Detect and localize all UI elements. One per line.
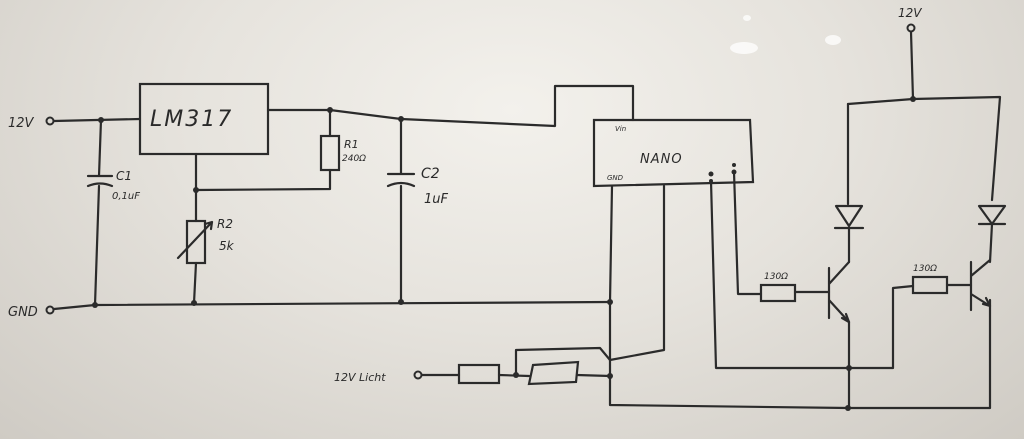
wire-light-gnd xyxy=(575,373,612,378)
wire-supply-split xyxy=(846,95,1002,202)
wire-input-12v xyxy=(52,117,142,123)
pot-arrow xyxy=(176,220,214,260)
resistor-light-2 xyxy=(527,360,580,386)
potentiometer-r2 xyxy=(185,219,207,265)
label-r2-name: R2 xyxy=(217,217,233,231)
wire-base2-drive xyxy=(709,179,915,370)
label-lm317: LM317 xyxy=(150,107,233,132)
wire-nano-gnd xyxy=(608,184,992,410)
transistor-2 xyxy=(969,258,992,312)
glare xyxy=(743,15,751,21)
nano-pin xyxy=(708,171,714,177)
label-r2-value: 5k xyxy=(219,239,235,253)
label-r1-name: R1 xyxy=(344,138,359,151)
wire-supply-top xyxy=(909,30,915,101)
label-rb1-value: 130Ω xyxy=(764,272,788,282)
wire-gnd-rail xyxy=(52,300,612,311)
label-gnd: GND xyxy=(8,305,38,320)
wire-nano-analog xyxy=(608,184,666,362)
light-terminal xyxy=(413,370,423,380)
resistor-base-2 xyxy=(911,275,949,295)
label-nano: NANO xyxy=(640,152,683,167)
label-12v-top: 12V xyxy=(898,6,922,20)
resistor-light-1 xyxy=(457,363,501,385)
capacitor-c2 xyxy=(386,117,416,304)
resistor-base-1 xyxy=(759,283,797,303)
wire-light-tap xyxy=(514,346,612,377)
label-nano-vin: Vin xyxy=(615,125,626,133)
label-r1-value: 240Ω xyxy=(342,154,366,164)
label-c1-value: 0,1uF xyxy=(112,191,140,202)
wire-r2 xyxy=(192,188,198,305)
label-c2-name: C2 xyxy=(421,166,440,182)
label-nano-gnd: GND xyxy=(607,174,624,182)
wire-base1-drive xyxy=(732,170,763,296)
label-rb2-value: 130Ω xyxy=(913,264,937,274)
gnd-terminal xyxy=(45,305,55,315)
resistor-r1 xyxy=(319,134,341,172)
capacitor-c1 xyxy=(86,118,114,307)
arduino-nano xyxy=(592,118,755,188)
transistor-1 xyxy=(827,260,851,324)
label-12v-input: 12V xyxy=(8,116,35,131)
led-2 xyxy=(977,204,1007,226)
supply-terminal-top xyxy=(906,23,916,33)
label-12v-licht: 12V Licht xyxy=(334,371,386,384)
wire-adj xyxy=(194,152,332,192)
glare xyxy=(730,42,758,54)
nano-pin xyxy=(732,163,736,167)
wire-output xyxy=(266,84,635,128)
glare xyxy=(825,35,841,45)
led-1 xyxy=(833,204,865,230)
label-c2-value: 1uF xyxy=(424,192,449,207)
wire-led2-cathode xyxy=(988,222,994,264)
input-terminal-12v xyxy=(45,116,55,126)
lm317-regulator xyxy=(138,82,270,156)
label-c1-name: C1 xyxy=(116,169,132,183)
